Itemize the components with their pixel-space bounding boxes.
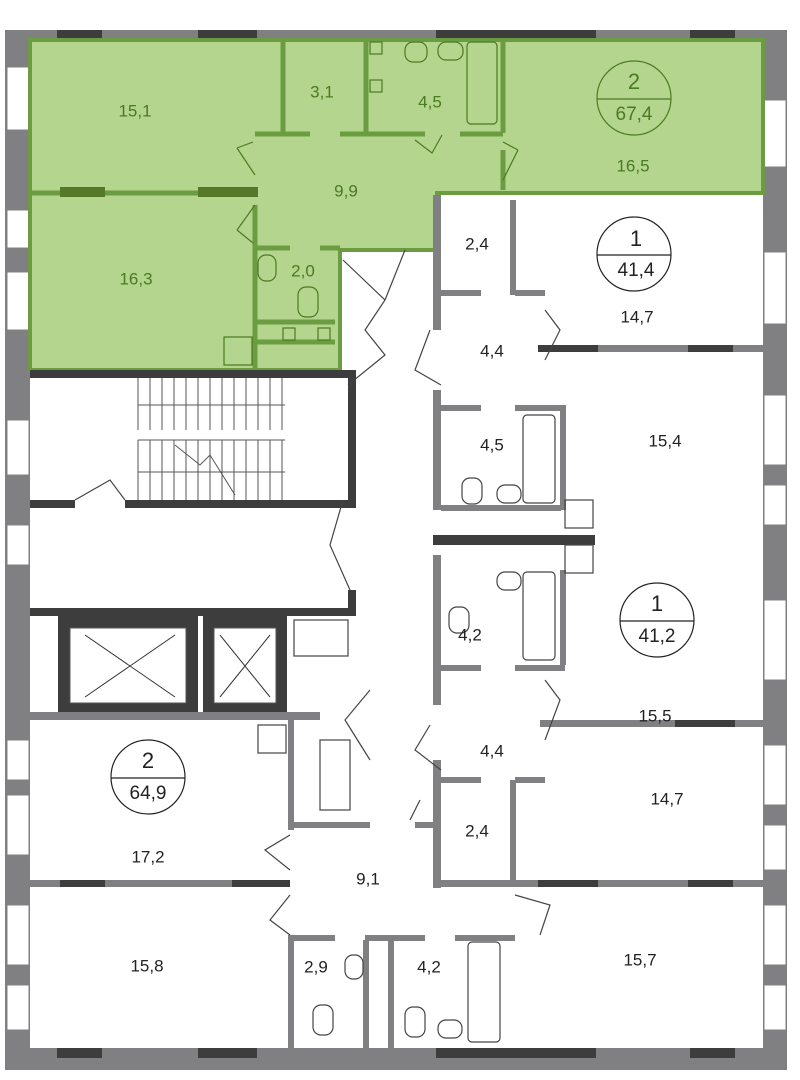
room-area: 16,3	[119, 269, 152, 288]
top-windows	[57, 30, 735, 1058]
apartment-room-count: 1	[630, 226, 642, 251]
room-area: 15,4	[648, 431, 681, 450]
room-area: 15,7	[623, 950, 656, 969]
stairs-icon	[137, 378, 285, 500]
apartment-badge[interactable]: 2 67,4	[596, 60, 672, 136]
room-area: 3,1	[310, 82, 334, 101]
dark-window-walls	[60, 345, 735, 887]
apartment-badge[interactable]: 1 41,2	[619, 582, 695, 658]
room-area: 17,2	[131, 847, 164, 866]
room-area: 2,4	[465, 234, 489, 253]
elevator-block	[30, 590, 356, 720]
room-area: 4,4	[480, 341, 504, 360]
room-area: 15,1	[118, 101, 151, 120]
apartment-area: 41,2	[639, 626, 676, 647]
room-area: 4,5	[480, 435, 504, 454]
apartment-area: 41,4	[618, 260, 655, 281]
plumbing-fixtures	[74, 249, 594, 1043]
room-area: 9,9	[334, 181, 358, 200]
apartment-room-count: 1	[651, 591, 663, 616]
room-area: 4,2	[417, 957, 441, 976]
apartment-room-count: 2	[142, 748, 154, 773]
apartment-area: 64,9	[130, 783, 167, 804]
room-labels: 15,1 3,1 4,5 16,5 9,9 16,3 2,0 2,4 14,7 …	[118, 82, 683, 976]
room-area: 4,2	[458, 625, 482, 644]
room-area: 2,9	[304, 957, 328, 976]
room-area: 4,4	[480, 741, 504, 760]
room-area: 9,1	[356, 869, 380, 888]
room-area: 2,0	[291, 261, 315, 280]
elevator-icon	[84, 634, 271, 698]
apartment-area: 67,4	[616, 104, 653, 125]
selected-windows	[60, 187, 258, 197]
selected-fixtures	[223, 41, 519, 366]
room-area: 4,5	[418, 92, 442, 111]
room-area: 15,5	[638, 706, 671, 725]
apartment-room-count: 2	[628, 69, 640, 94]
apartment-badge[interactable]: 2 64,9	[110, 739, 186, 815]
side-windows	[6, 66, 787, 1031]
room-area: 15,8	[130, 956, 163, 975]
room-area: 14,7	[650, 789, 683, 808]
room-area: 16,5	[616, 156, 649, 175]
room-area: 2,4	[465, 821, 489, 840]
room-area: 14,7	[620, 307, 653, 326]
apartment-badge[interactable]: 1 41,4	[596, 216, 672, 292]
stair-block	[30, 370, 356, 508]
